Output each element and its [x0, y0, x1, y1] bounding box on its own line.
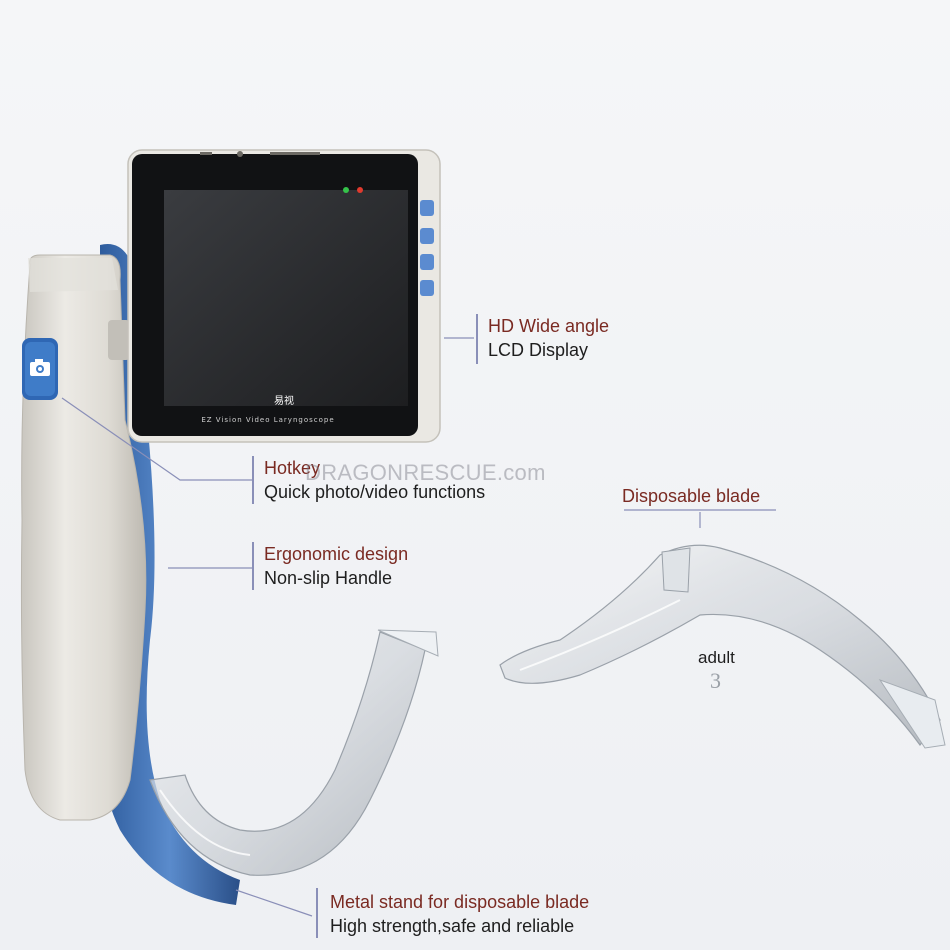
camera-icon — [30, 359, 50, 376]
lcd-callout: HD Wide angle LCD Display — [488, 314, 609, 362]
blade-callout: Disposable blade — [622, 484, 760, 508]
hotkey-callout-title: Hotkey — [264, 458, 321, 478]
side-button-2[interactable] — [420, 228, 434, 244]
metal-callout-title: Metal stand for disposable blade — [330, 892, 590, 912]
screen-caption: EZ Vision Video Laryngoscope — [201, 416, 334, 424]
metal-callout-sub: High strength,safe and reliable — [330, 916, 575, 936]
disposable-blade — [499, 544, 946, 749]
screen-brand: 易视 — [274, 394, 294, 407]
side-button-4[interactable] — [420, 280, 434, 296]
side-button-3[interactable] — [420, 254, 434, 270]
ergonomic-callout-title: Ergonomic design — [264, 544, 409, 564]
ergonomic-callout: Ergonomic design Non-slip Handle — [264, 542, 408, 590]
ergonomic-callout-bar — [252, 542, 254, 590]
lcd-callout-bar — [476, 314, 478, 364]
lcd-callout-title: HD Wide angle — [488, 316, 610, 336]
metal-callout-bar — [316, 888, 318, 938]
record-led — [357, 187, 363, 193]
ergonomic-callout-sub: Non-slip Handle — [264, 568, 393, 588]
hotkey-callout-sub: Quick photo/video functions — [264, 482, 486, 502]
metal-callout: Metal stand for disposable blade High st… — [330, 890, 589, 938]
hotkey-callout-bar — [252, 456, 254, 504]
lcd-screen — [164, 190, 408, 406]
watermark: DRAGONRESCUE.com — [305, 460, 546, 485]
blade-size-word: adult — [698, 648, 735, 667]
blade-size-number: 3 — [710, 668, 721, 693]
monitor: 易视 EZ Vision Video Laryngoscope — [127, 149, 441, 443]
lcd-callout-sub: LCD Display — [488, 340, 589, 360]
leader-lines — [61, 337, 776, 917]
power-led — [343, 187, 349, 193]
monitor-hinge — [108, 320, 130, 360]
hotkey-button[interactable] — [22, 338, 58, 400]
side-button-1[interactable] — [420, 200, 434, 216]
attached-blade — [149, 629, 439, 876]
hotkey-callout: Hotkey Quick photo/video functions — [264, 456, 485, 504]
blade-callout-title: Disposable blade — [622, 486, 761, 506]
